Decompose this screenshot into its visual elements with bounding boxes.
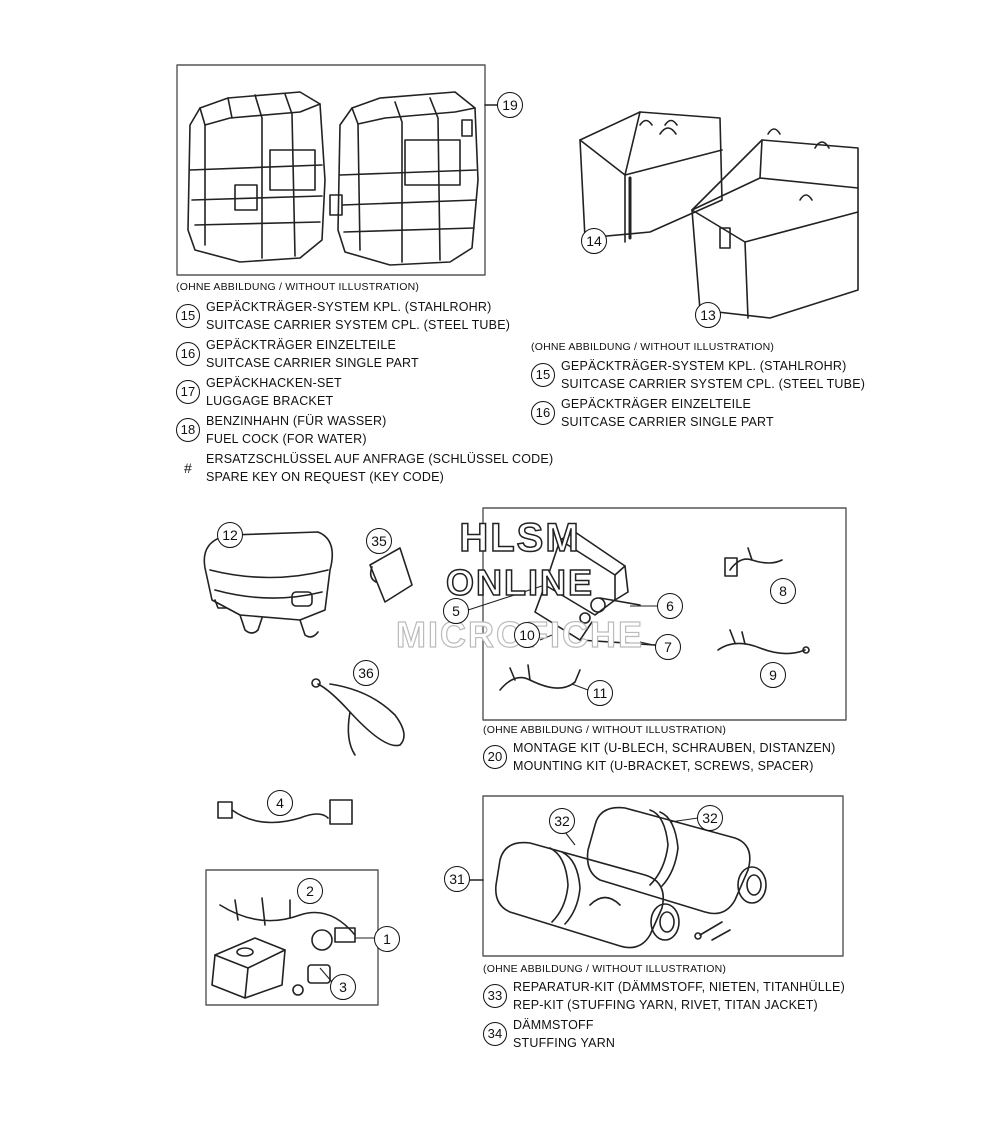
tank-bag: [203, 531, 334, 638]
legend-item-en: SUITCASE CARRIER SINGLE PART: [206, 356, 419, 370]
legend-item-en: SUITCASE CARRIER SINGLE PART: [561, 415, 774, 429]
legend-item-de: GEPÄCKTRÄGER-SYSTEM KPL. (STAHLROHR): [206, 300, 492, 314]
legend-item-number: 15: [176, 304, 200, 328]
soft-bag-left: [187, 91, 326, 263]
legend-top-right-note: (OHNE ABBILDUNG / WITHOUT ILLUSTRATION): [531, 341, 775, 353]
legend-item: 15 GEPÄCKTRÄGER-SYSTEM KPL. (STAHLROHR) S…: [531, 357, 865, 393]
callout-31: 31: [444, 866, 470, 892]
decal: [369, 547, 413, 603]
legend-item-en: MOUNTING KIT (U-BRACKET, SCREWS, SPACER): [513, 759, 814, 773]
legend-item-de: ERSATZSCHLÜSSEL AUF ANFRAGE (SCHLÜSSEL C…: [206, 452, 554, 466]
wiring-harness-4: [217, 799, 353, 825]
callout-11: 11: [587, 680, 613, 706]
wiring-harness-11: [499, 664, 581, 691]
soft-bag-right: [329, 91, 479, 266]
frame-silencers: [482, 795, 844, 957]
legend-item-number: 16: [176, 342, 200, 366]
legend-item-de: MONTAGE KIT (U-BLECH, SCHRAUBEN, DISTANZ…: [513, 741, 836, 755]
callout-4: 4: [267, 790, 293, 816]
legend-item: # ERSATZSCHLÜSSEL AUF ANFRAGE (SCHLÜSSEL…: [176, 450, 553, 486]
legend-item: 20 MONTAGE KIT (U-BLECH, SCHRAUBEN, DIST…: [483, 739, 836, 775]
callout-7: 7: [655, 634, 681, 660]
callout-9: 9: [760, 662, 786, 688]
frame-luggage-bags: [176, 64, 486, 276]
legend-item: 15 GEPÄCKTRÄGER-SYSTEM KPL. (STAHLROHR) S…: [176, 298, 553, 334]
legend-item: 16 GEPÄCKTRÄGER EINZELTEILE SUITCASE CARR…: [176, 336, 553, 372]
silencer-rear: [586, 806, 767, 915]
legend-item-en: FUEL COCK (FOR WATER): [206, 432, 367, 446]
legend-item: 33 REPARATUR-KIT (DÄMMSTOFF, NIETEN, TIT…: [483, 978, 845, 1014]
callout-1: 1: [374, 926, 400, 952]
legend-item-de: GEPÄCKTRÄGER-SYSTEM KPL. (STAHLROHR): [561, 359, 847, 373]
legend-item-en: SPARE KEY ON REQUEST (KEY CODE): [206, 470, 444, 484]
mounting-screws: [694, 921, 731, 941]
callout-10: 10: [514, 622, 540, 648]
legend-item-en: LUGGAGE BRACKET: [206, 394, 334, 408]
legend-mid: 20 MONTAGE KIT (U-BLECH, SCHRAUBEN, DIST…: [483, 739, 836, 775]
callout-5: 5: [443, 598, 469, 624]
legend-item-de: GEPÄCKTRÄGER EINZELTEILE: [561, 397, 752, 411]
legend-item-en: REP-KIT (STUFFING YARN, RIVET, TITAN JAC…: [513, 998, 818, 1012]
watermark-line-2: ONLINE: [445, 561, 594, 604]
legend-top-right: 15 GEPÄCKTRÄGER-SYSTEM KPL. (STAHLROHR) S…: [531, 357, 865, 431]
legend-item-number: 20: [483, 745, 507, 769]
aluminium-case-left: [579, 111, 723, 243]
legend-item: 16 GEPÄCKTRÄGER EINZELTEILE SUITCASE CARR…: [531, 395, 865, 431]
callout-8: 8: [770, 578, 796, 604]
legend-item-de: BENZINHAHN (FÜR WASSER): [206, 414, 387, 428]
legend-item-en: SUITCASE CARRIER SYSTEM CPL. (STEEL TUBE…: [206, 318, 511, 332]
legend-mid-note: (OHNE ABBILDUNG / WITHOUT ILLUSTRATION): [483, 724, 727, 736]
legend-top-left-note: (OHNE ABBILDUNG / WITHOUT ILLUSTRATION): [176, 281, 420, 293]
wiring-harness-9: [717, 629, 810, 655]
legend-item-number: 18: [176, 418, 200, 442]
callout-36: 36: [353, 660, 379, 686]
legend-item: 17 GEPÄCKHACKEN-SET LUGGAGE BRACKET: [176, 374, 553, 410]
silencer-front: [494, 841, 680, 949]
legend-item-de: REPARATUR-KIT (DÄMMSTOFF, NIETEN, TITANH…: [513, 980, 845, 994]
callout-19: 19: [497, 92, 523, 118]
watermark-line-1: HLSM: [459, 515, 581, 561]
legend-item-en: STUFFING YARN: [513, 1036, 616, 1050]
legend-item-de: GEPÄCKTRÄGER EINZELTEILE: [206, 338, 397, 352]
legend-item-number: 33: [483, 984, 507, 1008]
cable-lock: [311, 678, 405, 756]
callout-32-rear: 32: [697, 805, 723, 831]
mounting-bracket: [534, 531, 656, 646]
legend-item-de: DÄMMSTOFF: [513, 1018, 594, 1032]
callout-13: 13: [695, 302, 721, 328]
callout-35: 35: [366, 528, 392, 554]
callout-32-front: 32: [549, 808, 575, 834]
legend-top-left: 15 GEPÄCKTRÄGER-SYSTEM KPL. (STAHLROHR) S…: [176, 298, 553, 486]
callout-3: 3: [330, 974, 356, 1000]
frame-mounting-kit: [482, 507, 847, 721]
aluminium-case-right: [691, 128, 859, 319]
legend-item-number: 34: [483, 1022, 507, 1046]
legend-item-number: #: [184, 460, 192, 476]
legend-bottom-note: (OHNE ABBILDUNG / WITHOUT ILLUSTRATION): [483, 963, 727, 975]
callout-14: 14: [581, 228, 607, 254]
legend-item: 18 BENZINHAHN (FÜR WASSER) FUEL COCK (FOR…: [176, 412, 553, 448]
callout-2: 2: [297, 878, 323, 904]
legend-bottom: 33 REPARATUR-KIT (DÄMMSTOFF, NIETEN, TIT…: [483, 978, 845, 1052]
legend-item-number: 17: [176, 380, 200, 404]
callout-6: 6: [657, 593, 683, 619]
legend-item-number: 16: [531, 401, 555, 425]
callout-12: 12: [217, 522, 243, 548]
wiring-harness-8: [724, 547, 783, 577]
legend-item-en: SUITCASE CARRIER SYSTEM CPL. (STEEL TUBE…: [561, 377, 866, 391]
legend-item: 34 DÄMMSTOFF STUFFING YARN: [483, 1016, 845, 1052]
alarm-kit-parts: [211, 897, 356, 999]
legend-item-de: GEPÄCKHACKEN-SET: [206, 376, 342, 390]
legend-item-number: 15: [531, 363, 555, 387]
